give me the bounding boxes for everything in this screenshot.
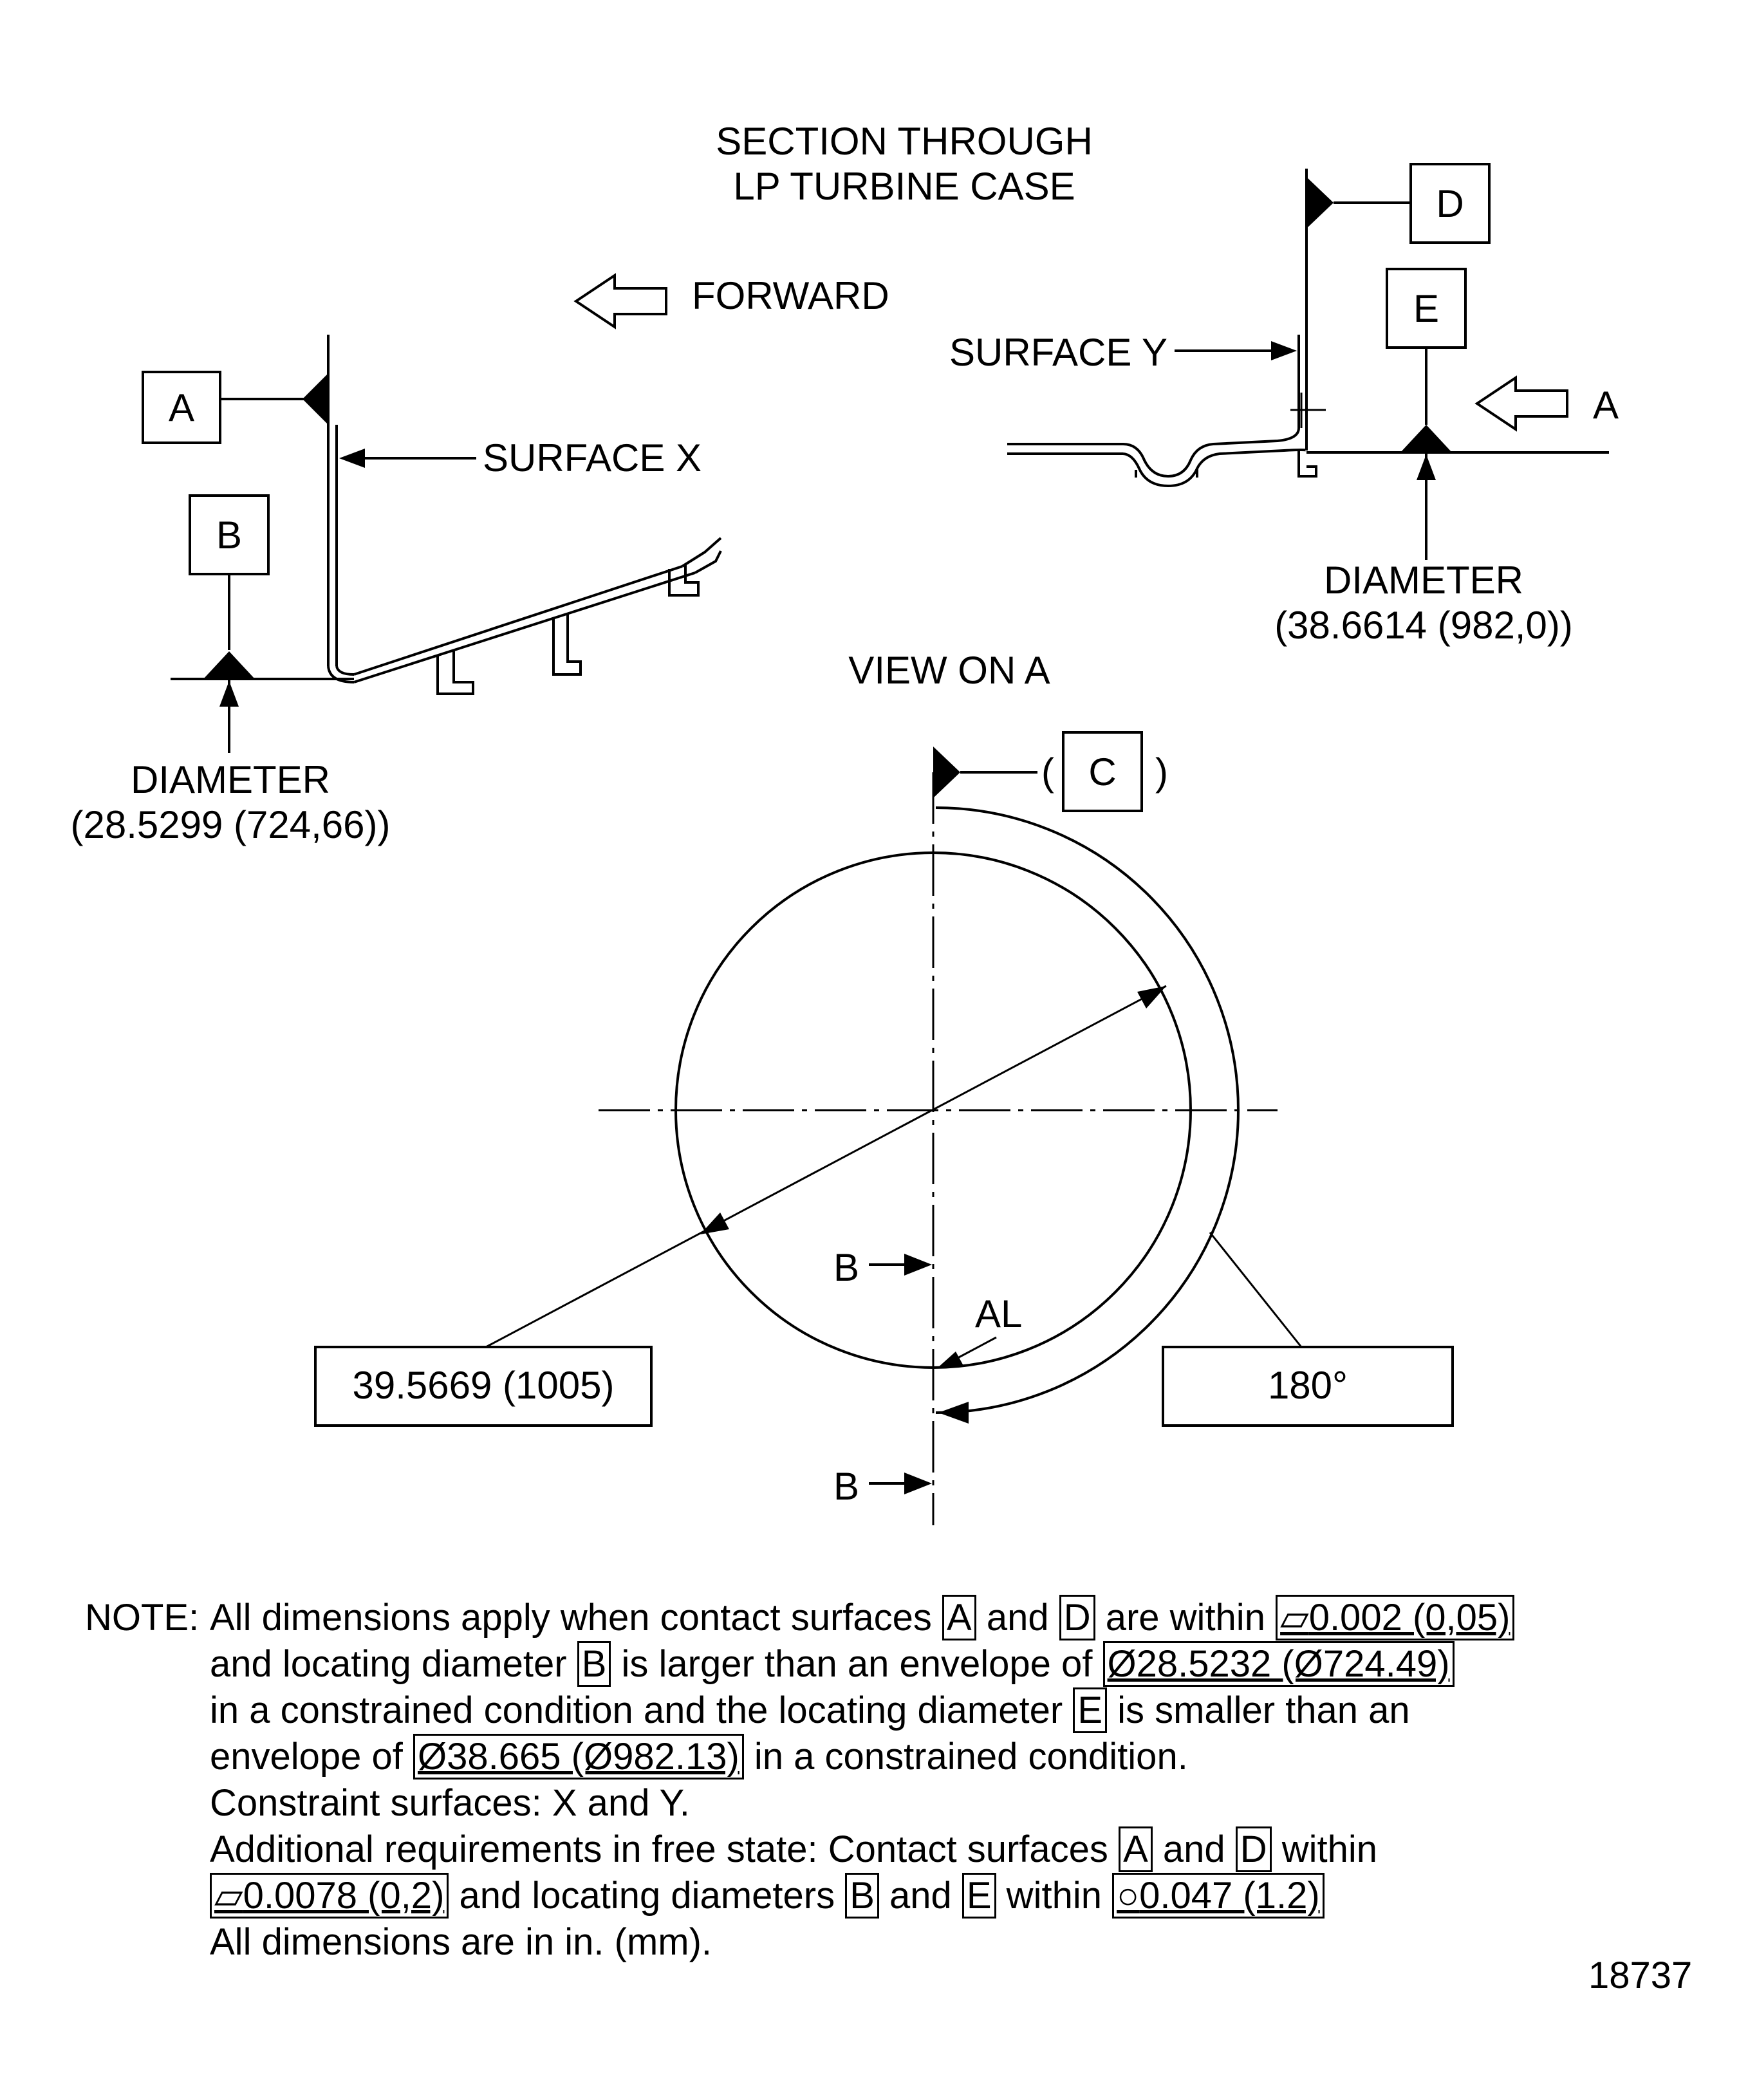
angle-arc — [935, 806, 1240, 1414]
forward-label: FORWARD — [692, 274, 889, 317]
diameter-arrow-upper-icon — [1137, 986, 1166, 1008]
datum-a-box — [142, 371, 221, 444]
right-diameter-arrow-icon — [1417, 454, 1436, 480]
point-al-leader — [957, 1336, 997, 1359]
datum-e-triangle-icon — [1400, 425, 1452, 452]
diameter-arrow-lower-icon — [700, 1213, 729, 1234]
surface-x-label: SURFACE X — [483, 436, 702, 479]
note-envelope-e: Ø38.665 (Ø982.13) — [413, 1734, 744, 1779]
note-line-8: All dimensions are in in. (mm). — [210, 1921, 712, 1963]
datum-c-triangle-icon — [933, 747, 960, 798]
point-al-arrow-icon — [937, 1352, 963, 1368]
note-line-5: Constraint surfaces: X and Y. — [210, 1782, 690, 1824]
roundness-icon: ○ — [1117, 1875, 1140, 1917]
right-diameter-value: (38.6614 (982,0)) — [1274, 604, 1573, 647]
note-flatness-tolerance: ▱0.002 (0,05) — [1276, 1595, 1515, 1640]
section-mark-bottom-label: B — [833, 1465, 859, 1508]
title-line-2: LP TURBINE CASE — [733, 165, 1075, 208]
point-al-label: AL — [975, 1292, 1022, 1335]
surface-x-arrow-icon — [339, 449, 365, 468]
flatness-icon: ▱ — [1280, 1597, 1309, 1639]
datum-b-box — [189, 494, 270, 575]
datum-a-label: A — [169, 386, 194, 429]
datum-d-label: D — [1436, 182, 1464, 225]
datum-b-triangle-icon — [203, 651, 255, 679]
section-mark-bottom-arrow-icon — [904, 1473, 932, 1494]
note-envelope-b: Ø28.5232 (Ø724.49) — [1102, 1641, 1455, 1687]
note-datum-b: B — [577, 1641, 611, 1687]
note-free-datum-a: A — [1119, 1826, 1153, 1872]
datum-e-label: E — [1413, 287, 1439, 330]
section-mark-top-arrow-icon — [904, 1254, 932, 1276]
angle-arc-arrow-icon — [938, 1402, 969, 1424]
diameter-value: 39.5669 (1005) — [353, 1364, 615, 1407]
angle-value: 180° — [1268, 1364, 1348, 1407]
note-datum-a: A — [942, 1595, 976, 1640]
note-line-7: ▱0.0078 (0,2) and locating diameters B a… — [210, 1873, 1514, 1919]
diameter-value-box — [314, 1346, 653, 1427]
left-diameter-value: (28.5299 (724,66)) — [71, 803, 391, 846]
note-line-3: in a constrained condition and the locat… — [210, 1687, 1514, 1734]
datum-b-label: B — [216, 514, 242, 557]
note-datum-e: E — [1073, 1687, 1107, 1733]
figure-number: 18737 — [1588, 1955, 1693, 1996]
note-free-flatness-tolerance: ▱0.0078 (0,2) — [210, 1873, 449, 1919]
note-roundness-tolerance: ○0.047 (1.2) — [1112, 1873, 1325, 1919]
title-line-1: SECTION THROUGH — [716, 120, 1093, 163]
casing-circle — [674, 851, 1192, 1369]
datum-a-triangle-icon — [302, 373, 328, 425]
flatness-icon: ▱ — [214, 1875, 243, 1917]
note-line-2: and locating diameter B is larger than a… — [210, 1641, 1514, 1687]
datum-d-box — [1409, 163, 1491, 244]
left-section-profile — [327, 335, 722, 695]
angle-value-box — [1162, 1346, 1454, 1427]
note-free-datum-e: E — [962, 1873, 996, 1919]
left-diameter-arrow-icon — [219, 681, 239, 707]
view-a-arrow-label: A — [1593, 384, 1619, 427]
note-line-6: Additional requirements in free state: C… — [210, 1826, 1514, 1873]
note-datum-d: D — [1059, 1595, 1095, 1640]
view-a-arrow-icon — [1474, 375, 1568, 432]
note-prefix: NOTE: — [85, 1597, 200, 1639]
surface-y-arrow-icon — [1271, 341, 1297, 360]
note-line-1: All dimensions apply when contact surfac… — [210, 1595, 1515, 1641]
note-line-4: envelope of Ø38.665 (Ø982.13) in a const… — [210, 1734, 1514, 1780]
note-body: All dimensions apply when contact surfac… — [210, 1595, 1515, 1965]
diameter-dimension-line — [485, 985, 1167, 1348]
note-free-datum-b: B — [845, 1873, 879, 1919]
view-title: VIEW ON A — [848, 649, 1050, 692]
datum-c-open-paren: ( — [1041, 750, 1054, 794]
datum-c-box — [1062, 731, 1143, 812]
left-diameter-label: DIAMETER — [131, 758, 330, 801]
right-diameter-label: DIAMETER — [1324, 559, 1523, 602]
section-mark-top-label: B — [833, 1246, 859, 1289]
forward-arrow-icon — [573, 273, 667, 330]
note-free-datum-d: D — [1235, 1826, 1272, 1872]
datum-c-close-paren: ) — [1155, 750, 1168, 794]
datum-d-triangle-icon — [1306, 177, 1334, 228]
datum-c-label: C — [1088, 750, 1116, 794]
angle-leader — [1209, 1232, 1303, 1348]
surface-y-label: SURFACE Y — [949, 331, 1167, 374]
